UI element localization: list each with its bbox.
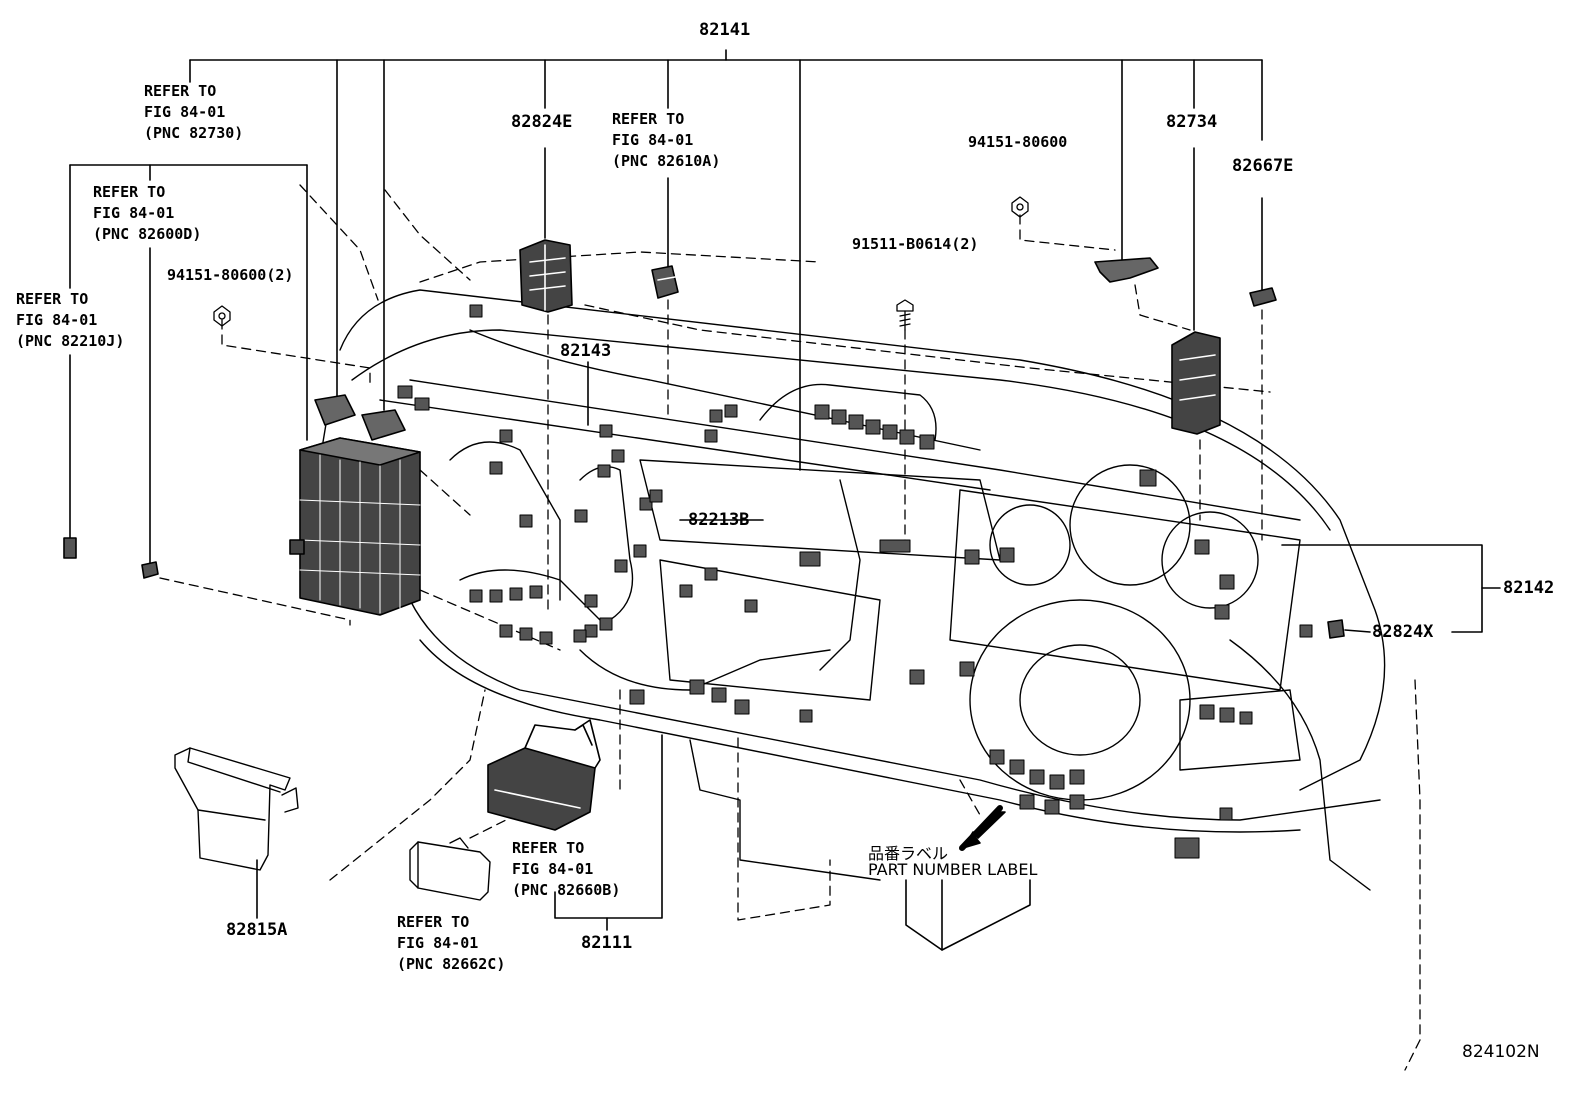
part-label-japanese: 品番ラベル xyxy=(868,844,949,863)
label-82824E: 82824E xyxy=(511,112,573,132)
part-number-label-arrow xyxy=(959,805,1006,851)
block-82660B xyxy=(487,719,601,831)
dashed-guides xyxy=(159,184,1421,1071)
leader-82141 xyxy=(189,49,1263,471)
connector-82824X xyxy=(1327,619,1345,639)
label-94151-80600: 94151-80600 xyxy=(968,133,1068,151)
fasteners xyxy=(213,196,1029,331)
bracket-right xyxy=(1094,257,1159,283)
part-label-english: PART NUMBER LABEL xyxy=(868,860,1038,879)
label-82815A: 82815A xyxy=(226,920,288,940)
label-82141: 82141 xyxy=(699,20,751,40)
label-82734: 82734 xyxy=(1166,112,1218,132)
connector-82667E xyxy=(1249,287,1277,307)
leader-lines xyxy=(256,147,1501,951)
label-82143: 82143 xyxy=(560,341,612,361)
junction-block xyxy=(289,437,421,616)
label-91511-B0614-2: 91511-B0614(2) xyxy=(852,235,979,253)
small-connectors-left xyxy=(63,537,159,579)
connector-82610A xyxy=(651,265,679,299)
label-82111: 82111 xyxy=(581,933,633,953)
bracket-82815A xyxy=(174,747,299,871)
label-94151-80600-2: 94151-80600(2) xyxy=(167,266,294,284)
label-82667E: 82667E xyxy=(1232,156,1294,176)
part-82662C xyxy=(409,837,491,901)
leader-refer-82730 xyxy=(69,164,308,566)
harness-connectors xyxy=(397,304,1313,859)
label-82213B: 82213B xyxy=(688,510,750,530)
relay-82734 xyxy=(1171,331,1221,435)
label-82142: 82142 xyxy=(1503,578,1555,598)
brackets-left xyxy=(314,394,406,441)
figure-code: 824102N xyxy=(1462,1042,1540,1062)
relay-block-82824E xyxy=(519,239,573,313)
label-82824X: 82824X xyxy=(1372,622,1434,642)
